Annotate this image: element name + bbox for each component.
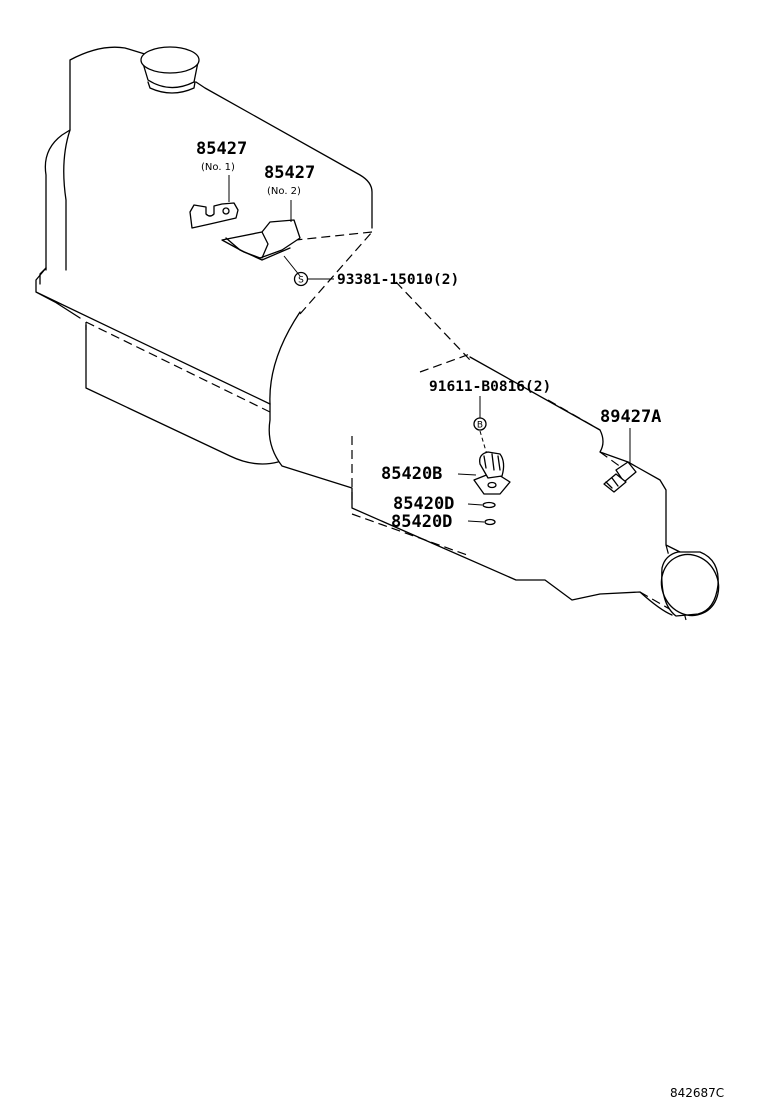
tank-outlet-neck xyxy=(660,551,720,617)
washer-tank xyxy=(35,46,687,621)
label-bracket-no1-note: (No. 1) xyxy=(201,162,235,173)
figure-reference: 842687C xyxy=(670,1086,724,1100)
tank-hidden-lines xyxy=(85,231,687,621)
bolt-symbol: B xyxy=(477,421,483,431)
tank-flange xyxy=(35,267,271,405)
bracket-no1 xyxy=(189,175,239,229)
tank-nozzle-body xyxy=(469,356,681,553)
label-bracket-no2-note: (No. 2) xyxy=(267,186,301,197)
grommets xyxy=(467,501,496,526)
screw-callout: S xyxy=(293,271,334,287)
label-bracket-no2-number: 85427 xyxy=(264,163,315,183)
washer-pump-motor xyxy=(457,451,511,495)
label-motor-number: 85420B xyxy=(381,464,442,484)
tank-hidden-step xyxy=(419,353,471,373)
tank-hidden-ledge xyxy=(85,321,271,413)
tank-left-curve xyxy=(63,129,71,271)
bolt-callout: B xyxy=(473,396,489,459)
label-bracket-no1-number: 85427 xyxy=(196,139,247,159)
label-level-sensor-number: 89427A xyxy=(600,407,661,427)
label-bolt-number: 91611-B0816(2) xyxy=(429,379,551,395)
screw-symbol: S xyxy=(298,276,304,286)
tank-mid-surface xyxy=(269,311,301,405)
grommet-2 xyxy=(484,518,496,526)
tank-lower-body xyxy=(85,324,673,616)
grommet-1 xyxy=(482,501,496,509)
label-grommet-2-number: 85420D xyxy=(391,512,452,532)
filler-cap xyxy=(140,46,200,94)
tank-flange-edge xyxy=(39,267,47,285)
label-screw-number: 93381-15010(2) xyxy=(337,272,459,288)
label-grommet-1-number: 85420D xyxy=(393,494,454,514)
bracket-no2 xyxy=(221,200,301,277)
level-sensor xyxy=(603,428,637,493)
